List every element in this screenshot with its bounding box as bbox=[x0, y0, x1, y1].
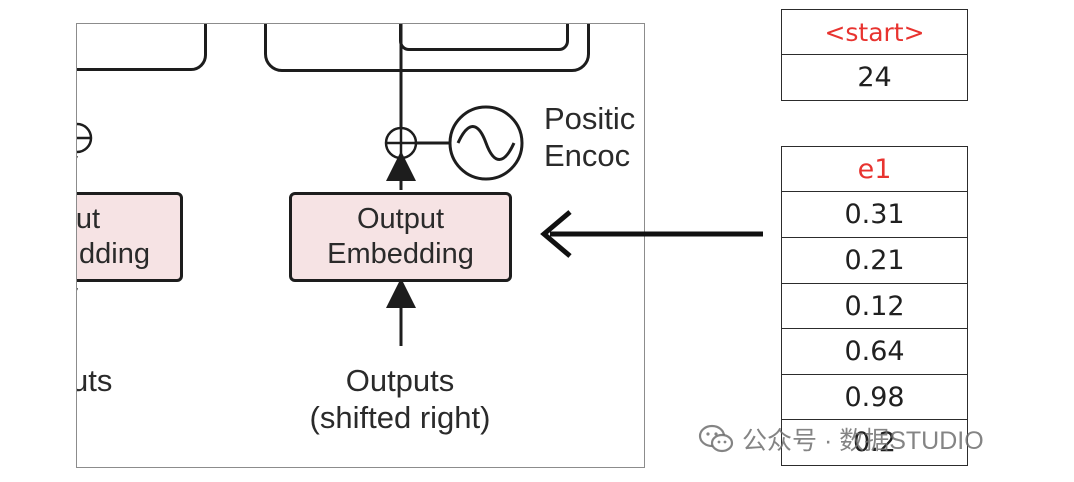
e1-value: 0.64 bbox=[781, 328, 968, 375]
e1-value: 0.98 bbox=[781, 374, 968, 420]
wechat-icon bbox=[698, 424, 734, 453]
positional-encoding-label: Positic Encoc bbox=[544, 100, 635, 174]
left-partial-box-line1: ut bbox=[76, 203, 100, 236]
start-token-value: 24 bbox=[781, 54, 968, 101]
positional-label-line1: Positic bbox=[544, 101, 636, 136]
transformer-diagram-crop: ut dding Output Embedding Positic Encoc … bbox=[76, 23, 645, 468]
left-stack-block bbox=[77, 24, 207, 71]
e1-row: 0.2 bbox=[781, 419, 968, 466]
vector-to-embedding-arrow bbox=[540, 210, 763, 258]
outputs-shifted-right-label: Outputs (shifted right) bbox=[299, 362, 501, 436]
e1-row: 0.98 bbox=[781, 374, 968, 420]
decoder-stack-inner bbox=[399, 24, 569, 51]
outputs-label-line1: Outputs bbox=[345, 363, 455, 398]
e1-header: e1 bbox=[781, 146, 968, 192]
start-token-table: <start> 24 bbox=[781, 9, 968, 101]
watermark-text: 公众号 · 数据STUDIO bbox=[742, 427, 984, 455]
left-add-icon bbox=[77, 122, 93, 154]
left-partial-outputs-label: uts bbox=[77, 363, 113, 398]
left-partial-box-line2: dding bbox=[79, 238, 150, 270]
add-icon bbox=[384, 126, 418, 160]
e1-value: 0.21 bbox=[781, 237, 968, 284]
e1-row: 0.21 bbox=[781, 237, 968, 284]
e1-row: 0.64 bbox=[781, 328, 968, 375]
start-token-header: <start> bbox=[781, 9, 968, 55]
positional-label-line2: Encoc bbox=[544, 138, 631, 174]
e1-value: 0.12 bbox=[781, 283, 968, 329]
watermark: 公众号 · 数据STUDIO bbox=[698, 421, 984, 457]
start-table-header-row: <start> bbox=[781, 9, 968, 55]
e1-row: 0.31 bbox=[781, 191, 968, 238]
e1-value: 0.31 bbox=[781, 191, 968, 238]
sine-wave-icon bbox=[448, 105, 524, 181]
start-table-row: 24 bbox=[781, 54, 968, 101]
e1-vector-table: e1 0.31 0.21 0.12 0.64 0.98 0.2 bbox=[781, 146, 968, 466]
output-embedding-line1: Output bbox=[356, 203, 445, 236]
output-embedding-line2: Embedding bbox=[327, 238, 474, 270]
output-embedding-box: Output Embedding bbox=[289, 192, 512, 282]
diagram-connectors bbox=[77, 24, 524, 346]
outputs-label-line2: (shifted right) bbox=[309, 400, 491, 436]
e1-row: 0.12 bbox=[781, 283, 968, 329]
e1-value: 0.2 bbox=[781, 419, 968, 466]
e1-table-header-row: e1 bbox=[781, 146, 968, 192]
left-partial-embedding-box: ut dding bbox=[76, 192, 183, 282]
